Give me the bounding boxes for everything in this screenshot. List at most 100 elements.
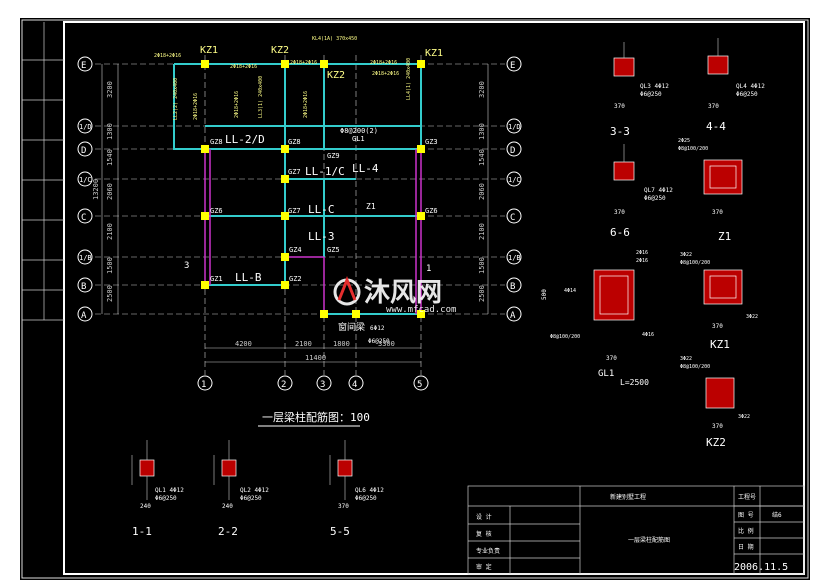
bottom-dimension-labels: 4200 2100 1800 3300 11400: [235, 340, 395, 362]
axis-e-right: E: [506, 56, 522, 72]
rdim-3200: 3200: [478, 81, 486, 98]
dim-total-bottom: 11400: [305, 354, 326, 362]
axis-label: A: [510, 311, 516, 321]
detail-spec: 3Φ22: [746, 314, 758, 320]
axis-1d: 1/D: [77, 118, 93, 134]
gz-label: GZ2: [289, 275, 302, 283]
gz-label: GZ8: [288, 138, 301, 146]
section-title: 2-2: [218, 525, 238, 538]
detail-spec: Φ8@100/200: [680, 364, 710, 370]
section-2-2: QL2 4Φ12 Φ6@250 240 2-2: [213, 440, 269, 538]
gz-label: GZ7: [288, 207, 301, 215]
axis-4: 4: [348, 375, 364, 391]
axis-label: 1/B: [79, 254, 92, 262]
axis-5: 5: [413, 375, 429, 391]
rdim-2500: 2500: [478, 285, 486, 302]
vspec-text: LL2(2) 240x400: [173, 78, 179, 120]
detail-spec: 4Φ14: [564, 288, 576, 294]
vertical-spec-labels: LL2(2) 240x400 2Φ18+2Φ16 2Φ18+2Φ16 LL3(1…: [173, 58, 412, 120]
detail-z1: 3Φ22 Φ8@100/200 3Φ22 Z1 370: [680, 230, 758, 330]
axis-1b: 1/B: [77, 249, 93, 265]
rdim-1540: 1540: [478, 149, 486, 166]
section-spec: Φ6@250: [736, 91, 758, 98]
label-llc: LL-C: [308, 203, 335, 216]
axis-1c: 1/C: [77, 171, 93, 187]
dim-13200: 13200: [92, 179, 100, 200]
tb-date: 2006.11.5: [734, 562, 788, 573]
axis-1: 1: [197, 375, 213, 391]
bottom-dimension-chain: [205, 347, 421, 363]
detail-width: 370: [712, 323, 723, 330]
axis-label: C: [81, 213, 86, 223]
label-ll2d: LL-2/D: [225, 133, 265, 146]
section-spec: Φ6@250: [240, 495, 262, 502]
drawing-sheet: 3200 1300 1540 2060 2100 1500 2500 13200…: [20, 18, 810, 580]
detail-spec: 2Φ25: [678, 138, 690, 144]
detail-spec: 4Φ16: [642, 332, 654, 338]
gz-label: GZ6: [425, 207, 438, 215]
tb-design: 设 计: [476, 513, 492, 521]
axis-label: 3: [320, 380, 325, 390]
section-spec: Φ6@250: [355, 495, 377, 502]
axis-d-right: D: [506, 141, 522, 157]
detail-spec: Φ8@100/200: [678, 146, 708, 152]
axis-b-right: B: [506, 277, 522, 293]
spec-text: 2Φ18+2Φ16: [230, 64, 257, 70]
label-ll3: LL-3: [308, 230, 335, 243]
axis-label: A: [81, 311, 87, 321]
dim-2500: 2500: [106, 285, 114, 302]
title-block: [467, 485, 805, 575]
gz-label: GZ5: [327, 246, 340, 254]
label-lintel: 窗间梁: [338, 321, 365, 333]
detail-height: 500: [541, 289, 548, 300]
column-labels: KZ1 KZ2 KZ1 KZ2: [200, 45, 443, 81]
axis-1b-right: 1/B: [506, 249, 522, 265]
section-width: 370: [614, 209, 625, 216]
spec-text: 2Φ18+2Φ16: [370, 60, 397, 66]
title-block-text: 新建别墅工程 一层梁柱配筋图 设 计 复 核 专业负责 审 定 工程号 图 号 …: [476, 493, 788, 573]
axis-a-right: A: [506, 306, 522, 322]
plan-title: 一层梁柱配筋图：100: [262, 410, 370, 424]
detail-width: 370: [606, 355, 617, 362]
dim-bottom: 1800: [333, 340, 350, 348]
dim-1500: 1500: [106, 257, 114, 274]
axis-label: 4: [352, 380, 357, 390]
dim-1300: 1300: [106, 123, 114, 140]
dim-2100: 2100: [106, 223, 114, 240]
section-title: 3-3: [610, 125, 630, 138]
dim-1540: 1540: [106, 149, 114, 166]
axis-label: 2: [281, 380, 286, 390]
axis-2: 2: [277, 375, 293, 391]
right-dimension-labels: 3200 1300 1540 2060 2100 1500 2500: [478, 64, 489, 314]
section-title: 1-1: [132, 525, 152, 538]
section-spec: Φ6@250: [155, 495, 177, 502]
spec-text: 2Φ18+2Φ16: [154, 53, 181, 59]
columns: [201, 60, 425, 318]
detail-kz1: KZ1: [710, 338, 730, 351]
axis-c: C: [77, 208, 93, 224]
spec-text: 2Φ18+2Φ16: [290, 60, 317, 66]
tb-project-no-label: 工程号: [738, 493, 756, 501]
label-llb: LL-B: [235, 271, 262, 284]
dim-3200: 3200: [106, 81, 114, 98]
top-spec-labels: 2Φ18+2Φ16 2Φ18+2Φ16 2Φ18+2Φ16 2Φ18+2Φ16 …: [154, 36, 399, 77]
axis-label: B: [510, 282, 515, 292]
watermark-logo: 沐风网 www.mfcad.com: [333, 275, 456, 315]
dim-bottom: 3300: [378, 340, 395, 348]
section-title: 5-5: [330, 525, 350, 538]
tb-approve: 审 定: [476, 563, 492, 571]
label-kz1-b: KZ1: [425, 48, 443, 59]
left-dimension-labels: 3200 1300 1540 2060 2100 1500 2500 13200: [92, 81, 114, 302]
detail-width: 370: [712, 209, 723, 216]
detail-z1-top: 2Φ25 Φ8@100/200 370: [678, 138, 743, 216]
spec-text: KL4(1A) 370x450: [312, 36, 357, 42]
axis-bubbles-left: E 1/D D 1/C C 1/B B A: [77, 56, 93, 322]
axis-1c-right: 1/C: [506, 171, 522, 187]
label-kz2-b: KZ2: [327, 70, 345, 81]
section-spec: QL2 4Φ12: [240, 487, 269, 494]
axis-label: 1/B: [508, 254, 521, 262]
vspec-text: 2Φ18+2Φ16: [234, 91, 240, 118]
section-spec: QL7 4Φ12: [644, 187, 673, 194]
section-3-3: QL3 4Φ12 Φ6@250 370 3-3: [610, 42, 669, 138]
